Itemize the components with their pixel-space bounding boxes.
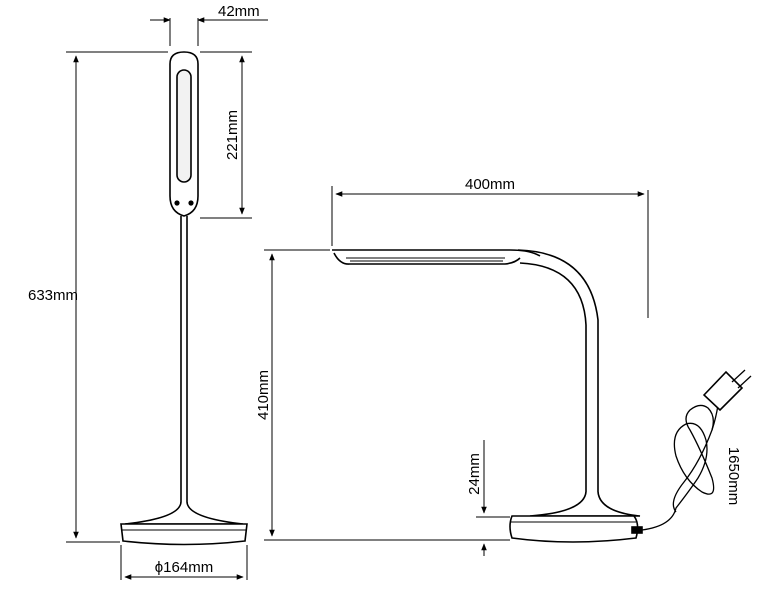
side-arm-outer [517, 249, 599, 496]
lamp-base [120, 523, 248, 546]
label-arm-reach: 400mm [465, 176, 515, 193]
label-base-height: 24mm [466, 453, 483, 495]
power-cable [641, 404, 715, 531]
adapter-pin-2 [737, 375, 752, 389]
label-arm-height: 410mm [255, 370, 272, 420]
dim-button-dot [188, 200, 194, 206]
label-head-width: 42mm [218, 3, 260, 20]
adapter-pin-1 [731, 369, 746, 383]
side-base-flare [529, 491, 641, 517]
side-cable-connector [631, 526, 643, 534]
front-view-dimensions [66, 17, 268, 580]
side-head-bottom [333, 252, 521, 265]
label-head-length: 221mm [224, 110, 241, 160]
front-view-lamp [120, 51, 248, 546]
label-base-diameter: ϕ164mm [155, 559, 213, 576]
side-base [509, 515, 639, 543]
side-view-lamp [332, 249, 752, 543]
label-cable-length: 1650mm [725, 447, 742, 505]
lamp-head-panel [176, 69, 192, 183]
lamp-base-flare [124, 501, 244, 525]
side-arm-inner [519, 262, 587, 496]
label-total-height: 633mm [28, 287, 78, 304]
side-head-top [332, 249, 541, 257]
side-view-dimensions [264, 186, 649, 556]
power-button-dot [174, 200, 180, 206]
